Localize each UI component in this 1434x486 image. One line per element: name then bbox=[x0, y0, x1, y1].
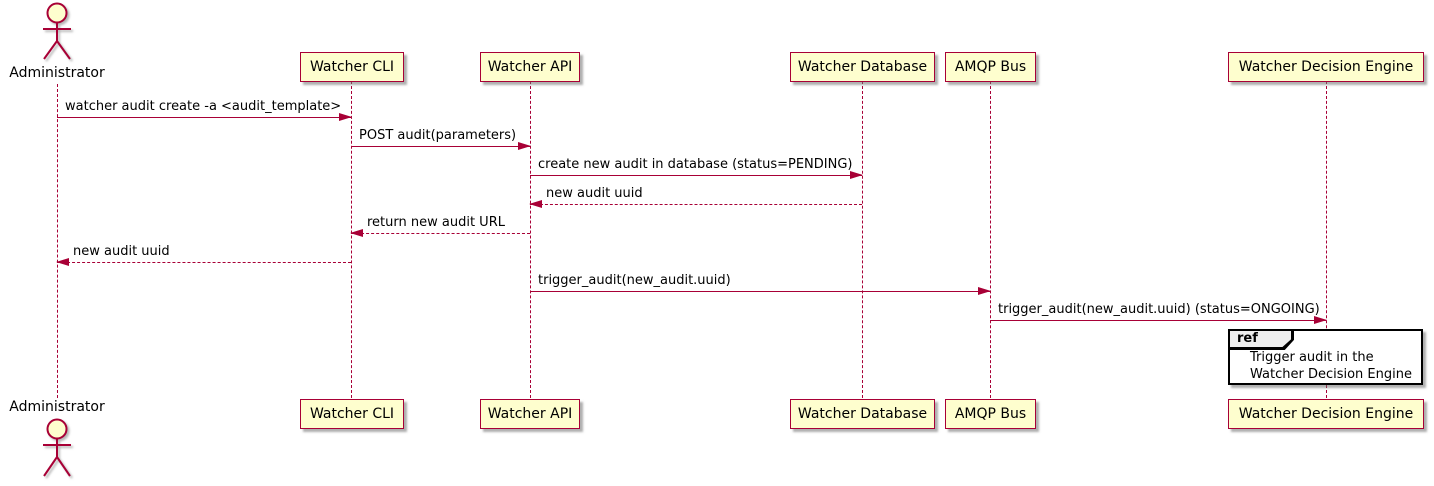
lifeline-watcher-decision-engine bbox=[1326, 81, 1327, 398]
participant-label: Watcher Database bbox=[797, 59, 928, 75]
participant-watcher-cli-bottom: Watcher CLI bbox=[300, 399, 404, 429]
message-create-audit-db: create new audit in database (status=PEN… bbox=[530, 157, 863, 179]
message-label: return new audit URL bbox=[367, 215, 505, 230]
actor-label-bottom: Administrator bbox=[9, 399, 105, 415]
message-line bbox=[530, 287, 991, 295]
message-new-audit-uuid-cli: new audit uuid bbox=[56, 244, 351, 266]
participant-label: Watcher Decision Engine bbox=[1238, 59, 1414, 75]
message-line bbox=[350, 229, 530, 237]
participant-label: AMQP Bus bbox=[954, 59, 1027, 75]
message-line bbox=[56, 258, 351, 266]
message-label: new audit uuid bbox=[73, 244, 170, 259]
message-line bbox=[57, 113, 352, 121]
participant-watcher-decision-engine-top: Watcher Decision Engine bbox=[1228, 52, 1424, 82]
arrowhead-right-icon bbox=[1314, 316, 1327, 324]
arrowhead-right-icon bbox=[339, 113, 352, 121]
message-trigger-audit: trigger_audit(new_audit.uuid) bbox=[530, 273, 991, 295]
arrowhead-right-icon bbox=[850, 171, 863, 179]
lifeline-watcher-database bbox=[862, 81, 863, 398]
participant-amqp-bus-top: AMQP Bus bbox=[945, 52, 1036, 82]
arrowhead-left-icon bbox=[529, 200, 542, 208]
lifeline-administrator bbox=[57, 84, 58, 398]
participant-label: Watcher CLI bbox=[309, 406, 395, 422]
participant-label: Watcher CLI bbox=[309, 59, 395, 75]
ref-fragment: ref Trigger audit in the Watcher Decisio… bbox=[1228, 329, 1423, 385]
participant-watcher-database-bottom: Watcher Database bbox=[790, 399, 935, 429]
participant-watcher-cli-top: Watcher CLI bbox=[300, 52, 404, 82]
message-audit-create: watcher audit create -a <audit_template> bbox=[57, 99, 352, 121]
participant-watcher-database-top: Watcher Database bbox=[790, 52, 935, 82]
message-label: watcher audit create -a <audit_template> bbox=[65, 99, 342, 114]
actor-figure-icon bbox=[35, 417, 79, 485]
participant-label: AMQP Bus bbox=[954, 406, 1027, 422]
participant-label: Watcher API bbox=[487, 406, 573, 422]
message-label: trigger_audit(new_audit.uuid) bbox=[538, 273, 731, 288]
participant-amqp-bus-bottom: AMQP Bus bbox=[945, 399, 1036, 429]
ref-text-line: Watcher Decision Engine bbox=[1250, 367, 1412, 382]
message-line bbox=[990, 316, 1327, 324]
lifeline-watcher-cli bbox=[351, 81, 352, 398]
lifeline-watcher-api bbox=[530, 81, 531, 398]
message-label: create new audit in database (status=PEN… bbox=[538, 157, 853, 172]
participant-label: Watcher Decision Engine bbox=[1238, 406, 1414, 422]
participant-label: Watcher API bbox=[487, 59, 573, 75]
actor-figure-icon bbox=[35, 2, 79, 68]
message-line bbox=[351, 142, 531, 150]
message-label: POST audit(parameters) bbox=[359, 128, 517, 143]
message-post-audit: POST audit(parameters) bbox=[351, 128, 531, 150]
ref-keyword-tab: ref bbox=[1228, 329, 1294, 350]
lifeline-amqp-bus bbox=[990, 81, 991, 398]
ref-keyword: ref bbox=[1237, 331, 1258, 346]
message-trigger-audit-ongoing: trigger_audit(new_audit.uuid) (status=ON… bbox=[990, 302, 1327, 324]
participant-watcher-api-top: Watcher API bbox=[480, 52, 580, 82]
actor-label-top: Administrator bbox=[9, 65, 105, 81]
message-label: trigger_audit(new_audit.uuid) (status=ON… bbox=[998, 302, 1320, 317]
arrowhead-left-icon bbox=[350, 229, 363, 237]
message-line bbox=[529, 200, 862, 208]
participant-label: Watcher Database bbox=[797, 406, 928, 422]
ref-body: Trigger audit in the Watcher Decision En… bbox=[1230, 331, 1421, 383]
message-line bbox=[530, 171, 863, 179]
arrowhead-right-icon bbox=[518, 142, 531, 150]
message-return-audit-url: return new audit URL bbox=[350, 215, 530, 237]
ref-text-line: Trigger audit in the bbox=[1250, 350, 1374, 365]
message-label: new audit uuid bbox=[546, 186, 643, 201]
arrowhead-right-icon bbox=[978, 287, 991, 295]
participant-watcher-decision-engine-bottom: Watcher Decision Engine bbox=[1228, 399, 1424, 429]
arrowhead-left-icon bbox=[56, 258, 69, 266]
message-new-audit-uuid-db: new audit uuid bbox=[529, 186, 862, 208]
participant-watcher-api-bottom: Watcher API bbox=[480, 399, 580, 429]
